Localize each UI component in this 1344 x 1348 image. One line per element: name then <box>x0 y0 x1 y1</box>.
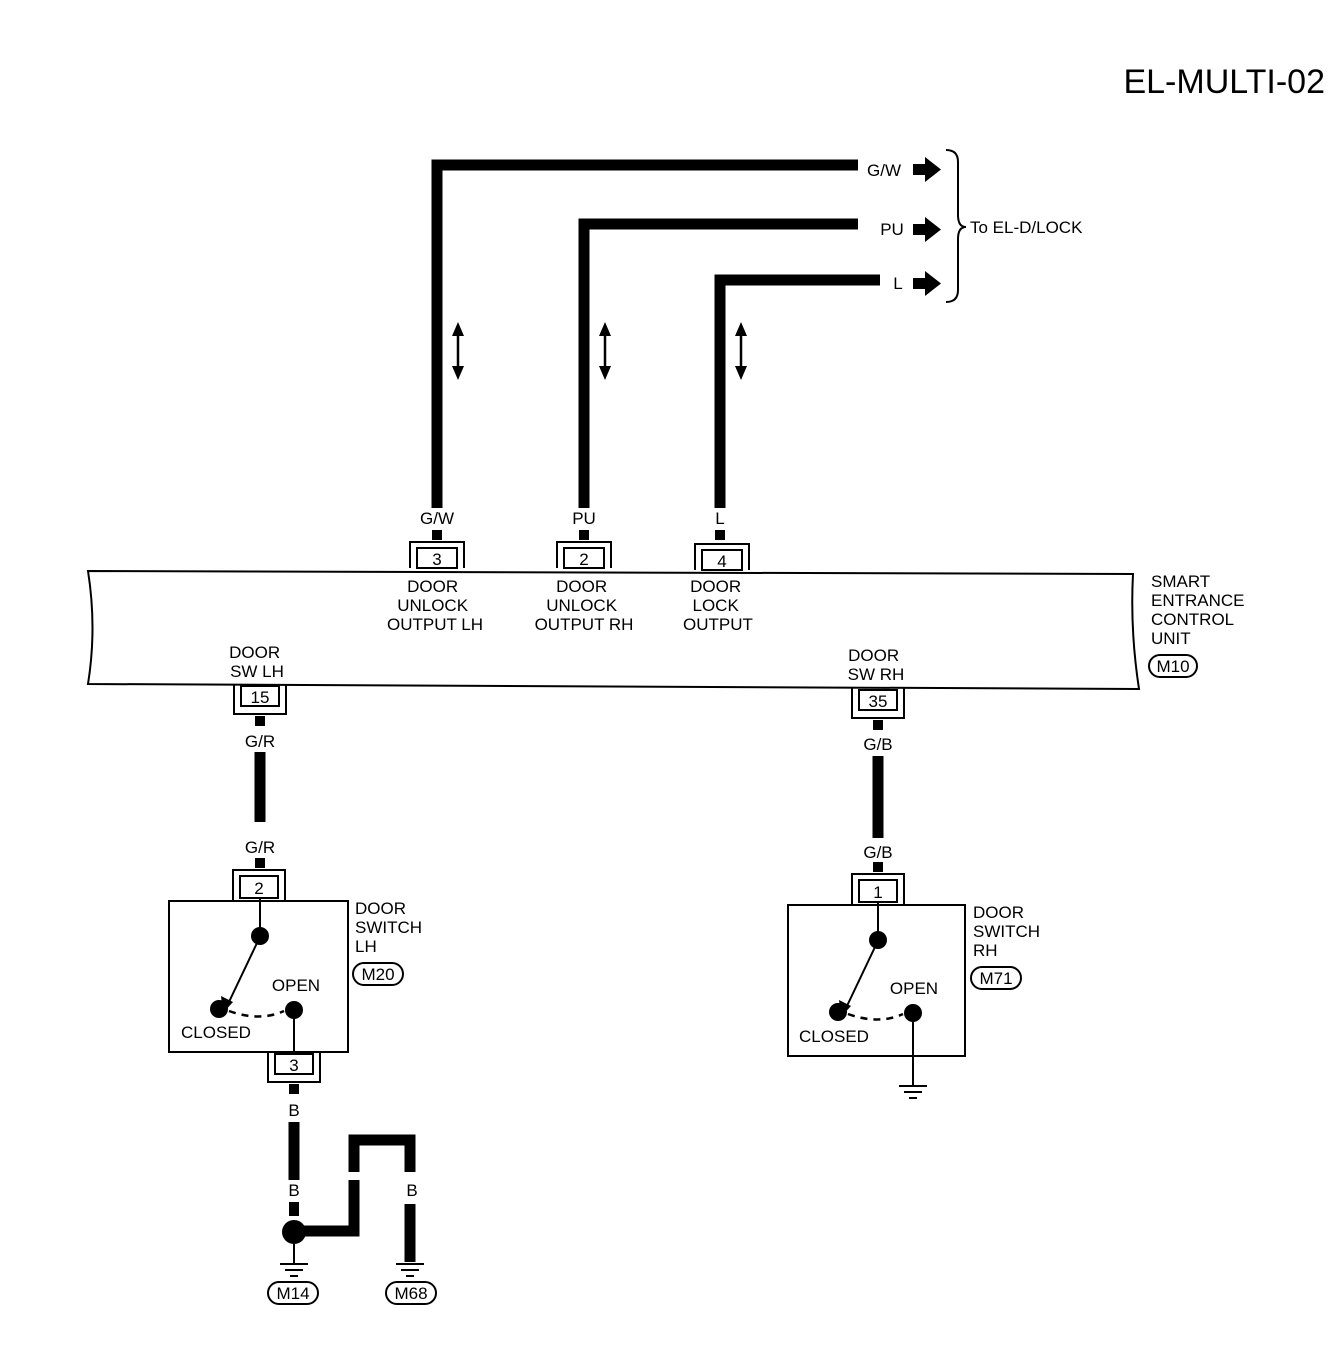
wire-label-gw: G/W <box>420 509 454 528</box>
bidirectional-arrow-icon <box>735 322 747 380</box>
door-switch-lh-label: DOOR SWITCH LH <box>355 899 427 956</box>
svg-text:15: 15 <box>251 688 270 707</box>
switch-common-terminal <box>251 927 269 945</box>
svg-text:4: 4 <box>717 552 726 571</box>
pin-label-lock: DOOR LOCK OUTPUT <box>683 577 753 634</box>
connector-pin-3-lh: 3 <box>267 1052 321 1083</box>
door-switch-lh-circuit: G/R G/R 2 OPEN CLOSED DOOR SWITCH LH M20 <box>168 716 437 1305</box>
wire-label-pu: PU <box>572 509 596 528</box>
output-wires: G/W PU L To EL-D/LOCK <box>420 149 1083 540</box>
page-title: EL-MULTI-02 <box>1123 63 1325 101</box>
connector-pin-4: 4 <box>694 543 750 571</box>
connector-tag-m10: M10 <box>1148 654 1198 678</box>
switch-common-terminal <box>869 931 887 949</box>
switch-closed-terminal <box>829 1003 847 1021</box>
smart-entrance-control-unit: 3 2 4 DOOR UNLOCK OUTPUT LH DOOR UNLOCK … <box>86 541 1249 719</box>
svg-text:3: 3 <box>289 1056 298 1075</box>
control-unit-label: SMART ENTRANCE CONTROL UNIT <box>1151 572 1249 648</box>
arrow-right-icon <box>913 271 941 296</box>
door-switch-rh-label: DOOR SWITCH RH <box>973 903 1045 960</box>
connector-pin-15: 15 <box>233 684 287 715</box>
pin-label-door-sw-lh: DOOR SW LH <box>229 643 285 681</box>
ground-icon <box>396 1263 424 1277</box>
connector-pin-2: 2 <box>556 541 612 569</box>
wire-label-gb-bottom: G/B <box>863 843 892 862</box>
connector-pin-3: 3 <box>409 541 465 569</box>
splice-point <box>282 1220 306 1244</box>
wire-label-b-lower: B <box>288 1181 299 1200</box>
wire-label-gw-end: G/W <box>867 161 901 180</box>
ground-icon <box>280 1244 308 1277</box>
connector-tag-m20: M20 <box>352 962 404 986</box>
pin-label-unlock-lh: DOOR UNLOCK OUTPUT LH <box>387 577 483 634</box>
switch-open-terminal <box>285 1001 303 1019</box>
connector-pin-2-lh: 2 <box>232 869 286 900</box>
wire-pu <box>578 218 858 508</box>
wire-label-pu-end: PU <box>880 220 904 239</box>
door-switch-rh-box <box>787 904 966 1057</box>
wire-label-b-m68: B <box>406 1181 417 1200</box>
wire-gw <box>431 159 858 508</box>
wire-label-gr-top: G/R <box>245 732 275 751</box>
wire-label-gb-top: G/B <box>863 735 892 754</box>
arrow-right-icon <box>913 157 941 182</box>
connector-pin-1-rh: 1 <box>851 873 905 904</box>
pin-label-door-sw-rh: DOOR SW RH <box>848 646 905 684</box>
to-el-dlock-label: To EL-D/LOCK <box>970 218 1083 237</box>
switch-open-terminal <box>904 1004 922 1022</box>
connector-tag-m68: M68 <box>385 1281 437 1305</box>
svg-text:M71: M71 <box>979 969 1012 988</box>
arrow-right-icon <box>913 217 941 242</box>
svg-text:M68: M68 <box>394 1284 427 1303</box>
door-switch-lh-box <box>168 900 349 1053</box>
svg-text:M20: M20 <box>361 965 394 984</box>
switch-open-label: OPEN <box>890 979 938 998</box>
connector-tag-m71: M71 <box>970 966 1022 990</box>
door-switch-rh-circuit: G/B G/B 1 OPEN CLOSED DOOR SWITCH RH <box>787 720 1045 1099</box>
connector-pin-35: 35 <box>851 688 905 719</box>
switch-closed-terminal <box>210 1000 228 1018</box>
switch-closed-label: CLOSED <box>181 1023 251 1042</box>
svg-text:M10: M10 <box>1156 657 1189 676</box>
bidirectional-arrow-icon <box>452 322 464 380</box>
wire-l <box>714 274 880 508</box>
svg-text:3: 3 <box>432 550 441 569</box>
svg-text:35: 35 <box>869 692 888 711</box>
switch-open-label: OPEN <box>272 976 320 995</box>
wire-label-gr-bottom: G/R <box>245 838 275 857</box>
control-unit-outline <box>86 569 1141 691</box>
svg-text:1: 1 <box>873 883 882 902</box>
brace-icon <box>945 149 967 303</box>
wire-label-b-top: B <box>288 1101 299 1120</box>
switch-closed-label: CLOSED <box>799 1027 869 1046</box>
ground-icon <box>899 1085 927 1099</box>
bidirectional-arrow-icon <box>599 322 611 380</box>
svg-text:2: 2 <box>254 879 263 898</box>
pin-label-unlock-rh: DOOR UNLOCK OUTPUT RH <box>535 577 634 634</box>
svg-text:2: 2 <box>579 550 588 569</box>
svg-text:M14: M14 <box>276 1284 309 1303</box>
wire-label-b-branch: B <box>348 1181 359 1200</box>
connector-tag-m14: M14 <box>267 1281 319 1305</box>
wire-label-l-end: L <box>893 274 902 293</box>
wire-label-l: L <box>715 509 724 528</box>
